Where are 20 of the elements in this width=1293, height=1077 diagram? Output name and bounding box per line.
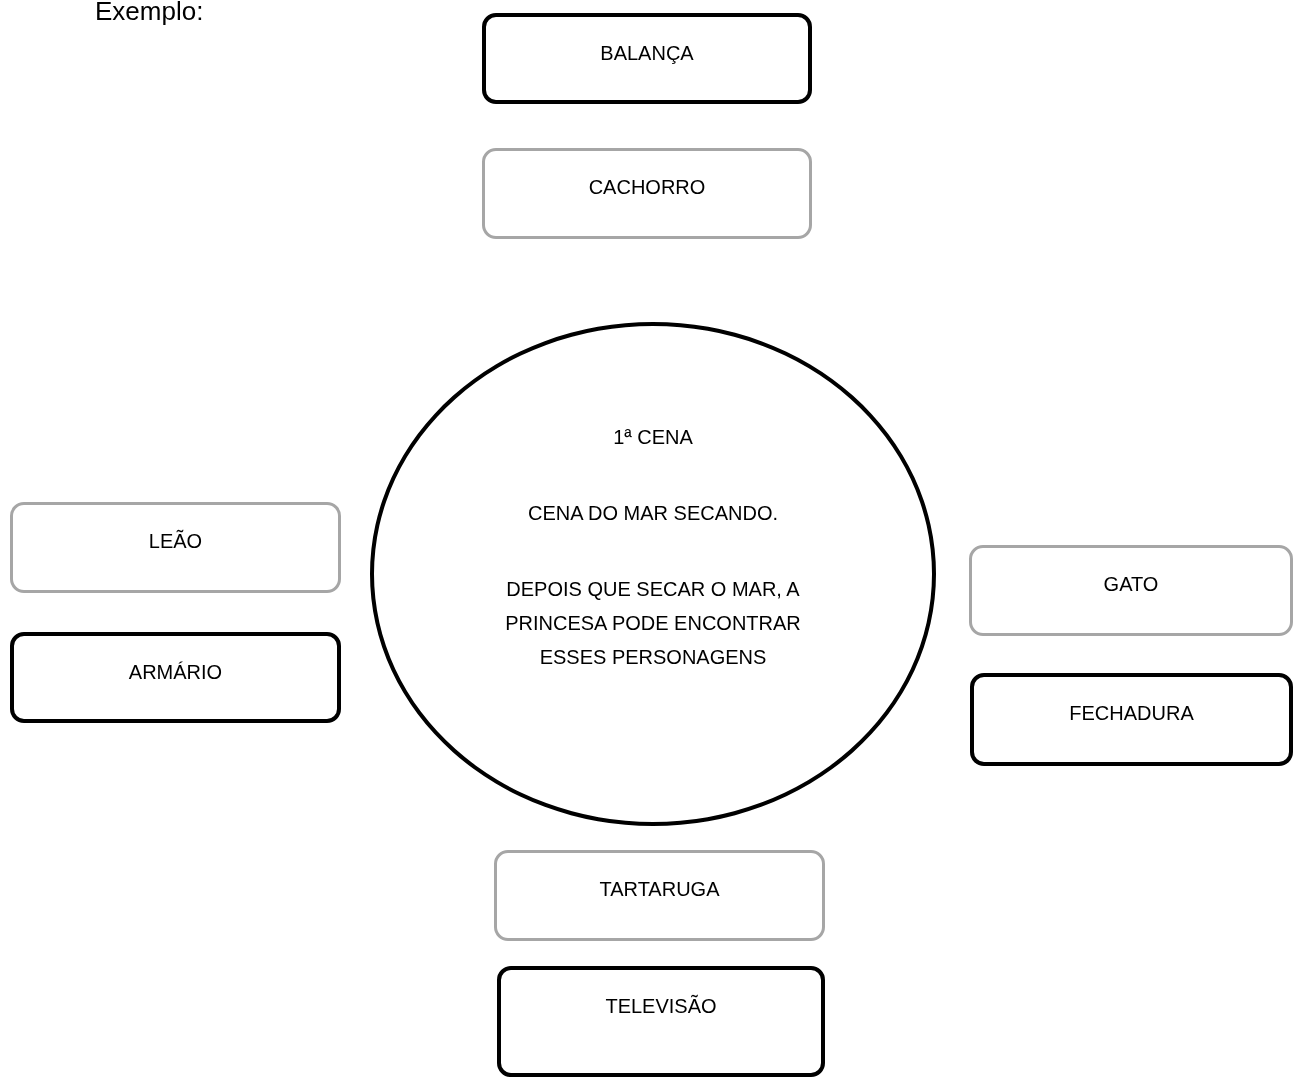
word-card — [970, 673, 1293, 766]
word-card — [10, 632, 341, 723]
card-text: DEPOIS QUE SECAR O MAR, A PRINCESA PODE ENCONTRAR ESSES PERSONAGENS — [504, 577, 802, 670]
card-text: CENA DO MAR SECANDO. — [526, 501, 779, 526]
word-card — [482, 13, 812, 104]
card-text: LEÃO — [147, 529, 204, 553]
word-card — [482, 148, 812, 239]
card-text: TELEVISÃO — [604, 994, 718, 1018]
word-card — [10, 502, 341, 593]
heading-text: Exemplo: — [95, 0, 204, 27]
card-text: GATO — [1102, 572, 1160, 596]
card-text: BALANÇA — [599, 41, 695, 65]
card-text: FECHADURA — [1068, 701, 1195, 725]
word-card — [494, 850, 825, 941]
card-text: 1ª CENA — [612, 425, 694, 450]
card-text: TARTARUGA — [598, 877, 721, 901]
word-card — [497, 966, 825, 1077]
word-card — [969, 545, 1293, 636]
card-text: ARMÁRIO — [127, 660, 224, 684]
card-text: CACHORRO — [587, 175, 707, 199]
